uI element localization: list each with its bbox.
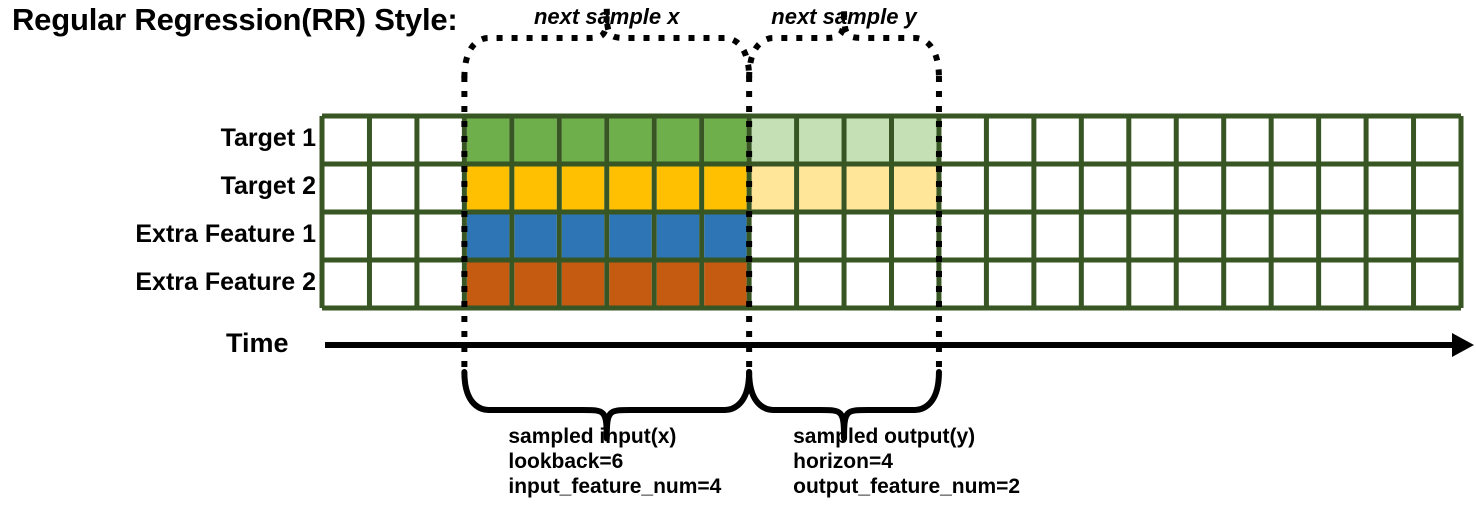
grid-cell bbox=[609, 166, 652, 210]
grid-cell bbox=[656, 214, 700, 258]
grid-cell bbox=[561, 214, 605, 258]
grid-cell bbox=[466, 262, 510, 306]
grid-cell bbox=[751, 166, 795, 210]
bottom-brace-line: output_feature_num=2 bbox=[793, 475, 1021, 498]
grid-cell bbox=[561, 166, 605, 210]
top-brace-1 bbox=[746, 7, 942, 79]
time-axis-label: Time bbox=[226, 328, 289, 358]
bottom-brace-1 bbox=[746, 369, 942, 442]
grid-cell bbox=[514, 262, 557, 306]
grid-cell bbox=[609, 262, 652, 306]
bottom-brace-line: sampled input(x) bbox=[508, 425, 677, 448]
row-label-target-2: Target 2 bbox=[220, 172, 316, 200]
grid-cell bbox=[751, 118, 795, 162]
row-label-extra-feature-1: Extra Feature 1 bbox=[135, 220, 316, 248]
grid-cell bbox=[704, 262, 747, 306]
bottom-brace-line: lookback=6 bbox=[508, 450, 624, 473]
grid-cell bbox=[466, 118, 510, 162]
grid-cell bbox=[514, 118, 557, 162]
grid-cell bbox=[846, 166, 889, 210]
bottom-brace-block-sampled-input: sampled input(x) lookback=6 input_featur… bbox=[508, 424, 721, 499]
grid-cell bbox=[704, 166, 747, 210]
grid-cell bbox=[894, 166, 937, 210]
bottom-brace-0 bbox=[461, 369, 753, 442]
grid-cell bbox=[514, 214, 557, 258]
top-brace-0 bbox=[461, 7, 753, 79]
grid-cell bbox=[704, 118, 747, 162]
bottom-brace-block-sampled-output: sampled output(y) horizon=4 output_featu… bbox=[793, 424, 1020, 499]
bottom-brace-line: sampled output(y) bbox=[793, 425, 976, 448]
bottom-brace-line: horizon=4 bbox=[793, 450, 893, 473]
grid-cell bbox=[656, 166, 700, 210]
grid-cell bbox=[656, 262, 700, 306]
grid-cell bbox=[514, 166, 557, 210]
grid-cell bbox=[894, 118, 937, 162]
bottom-brace-line: input_feature_num=4 bbox=[508, 475, 722, 498]
grid-cell bbox=[609, 214, 652, 258]
grid-cell bbox=[799, 166, 842, 210]
grid-cell bbox=[799, 118, 842, 162]
grid-cell bbox=[561, 262, 605, 306]
grid-cell bbox=[846, 118, 889, 162]
grid-cell bbox=[466, 214, 510, 258]
grid-cell bbox=[704, 214, 747, 258]
row-label-extra-feature-2: Extra Feature 2 bbox=[135, 268, 316, 296]
grid-cell bbox=[656, 118, 700, 162]
time-axis-arrowhead bbox=[1452, 333, 1474, 357]
grid-cell bbox=[466, 166, 510, 210]
row-label-target-1: Target 1 bbox=[220, 124, 316, 152]
page-title: Regular Regression(RR) Style: bbox=[12, 2, 458, 37]
grid-cell bbox=[561, 118, 605, 162]
grid-cell bbox=[609, 118, 652, 162]
